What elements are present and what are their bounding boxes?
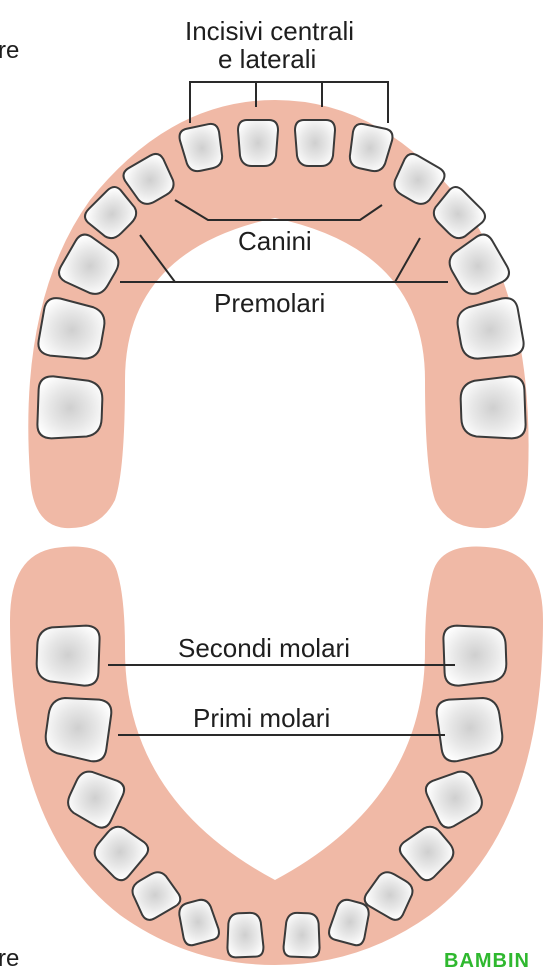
lower-molar-left-1 [43,693,113,763]
upper-incisor-left-central [238,120,278,166]
lower-molar-right-2 [443,624,507,686]
label-canini: Canini [238,226,312,256]
label-secondi-molari: Secondi molari [178,633,350,663]
upper-molar-left-2 [37,376,103,440]
lower-incisor-left-central [226,912,264,957]
edge-text-fragment-bottom: re [0,946,19,972]
lower-molar-left-2 [36,624,100,686]
watermark-text: BAMBIN [444,950,530,973]
edge-text-fragment-top: re [0,38,19,64]
lower-molar-right-1 [435,693,505,763]
label-premolari: Premolari [214,288,325,318]
label-primi-molari: Primi molari [193,703,330,733]
upper-incisor-right-central [295,120,335,166]
label-incisivi-line1: Incisivi centrali [185,16,354,46]
label-incisivi-line2: e laterali [218,44,316,74]
lower-incisor-right-central [283,912,321,957]
upper-molar-right-2 [460,376,526,440]
